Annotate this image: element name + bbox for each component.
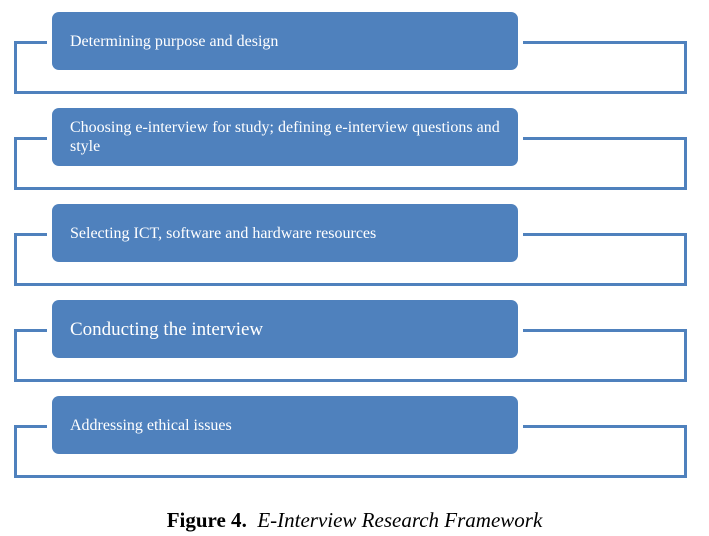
step-1-label: Determining purpose and design xyxy=(70,32,279,50)
step-3-box: Selecting ICT, software and hardware res… xyxy=(52,204,518,262)
step-5-box: Addressing ethical issues xyxy=(52,396,518,454)
step-2-box: Choosing e-interview for study; defining… xyxy=(52,108,518,166)
figure-number: Figure 4 xyxy=(166,508,242,532)
step-3: Selecting ICT, software and hardware res… xyxy=(0,204,709,292)
step-5-label: Addressing ethical issues xyxy=(70,416,232,434)
step-4-label: Conducting the interview xyxy=(70,318,264,340)
step-3-label: Selecting ICT, software and hardware res… xyxy=(70,224,377,242)
step-2: Choosing e-interview for study; defining… xyxy=(0,108,709,196)
step-2-label: Choosing e-interview for study; defining… xyxy=(70,119,500,155)
step-4: Conducting the interview xyxy=(0,300,709,388)
step-1-box: Determining purpose and design xyxy=(52,12,518,70)
step-5: Addressing ethical issues xyxy=(0,396,709,484)
figure-title: E-Interview Research Framework xyxy=(257,508,543,532)
step-1: Determining purpose and design xyxy=(0,12,709,100)
framework-diagram: Determining purpose and design Choosing … xyxy=(0,12,709,484)
figure-caption: Figure 4. E-Interview Research Framework xyxy=(0,507,709,533)
figure-separator: . xyxy=(241,508,247,532)
step-4-box: Conducting the interview xyxy=(52,300,518,358)
